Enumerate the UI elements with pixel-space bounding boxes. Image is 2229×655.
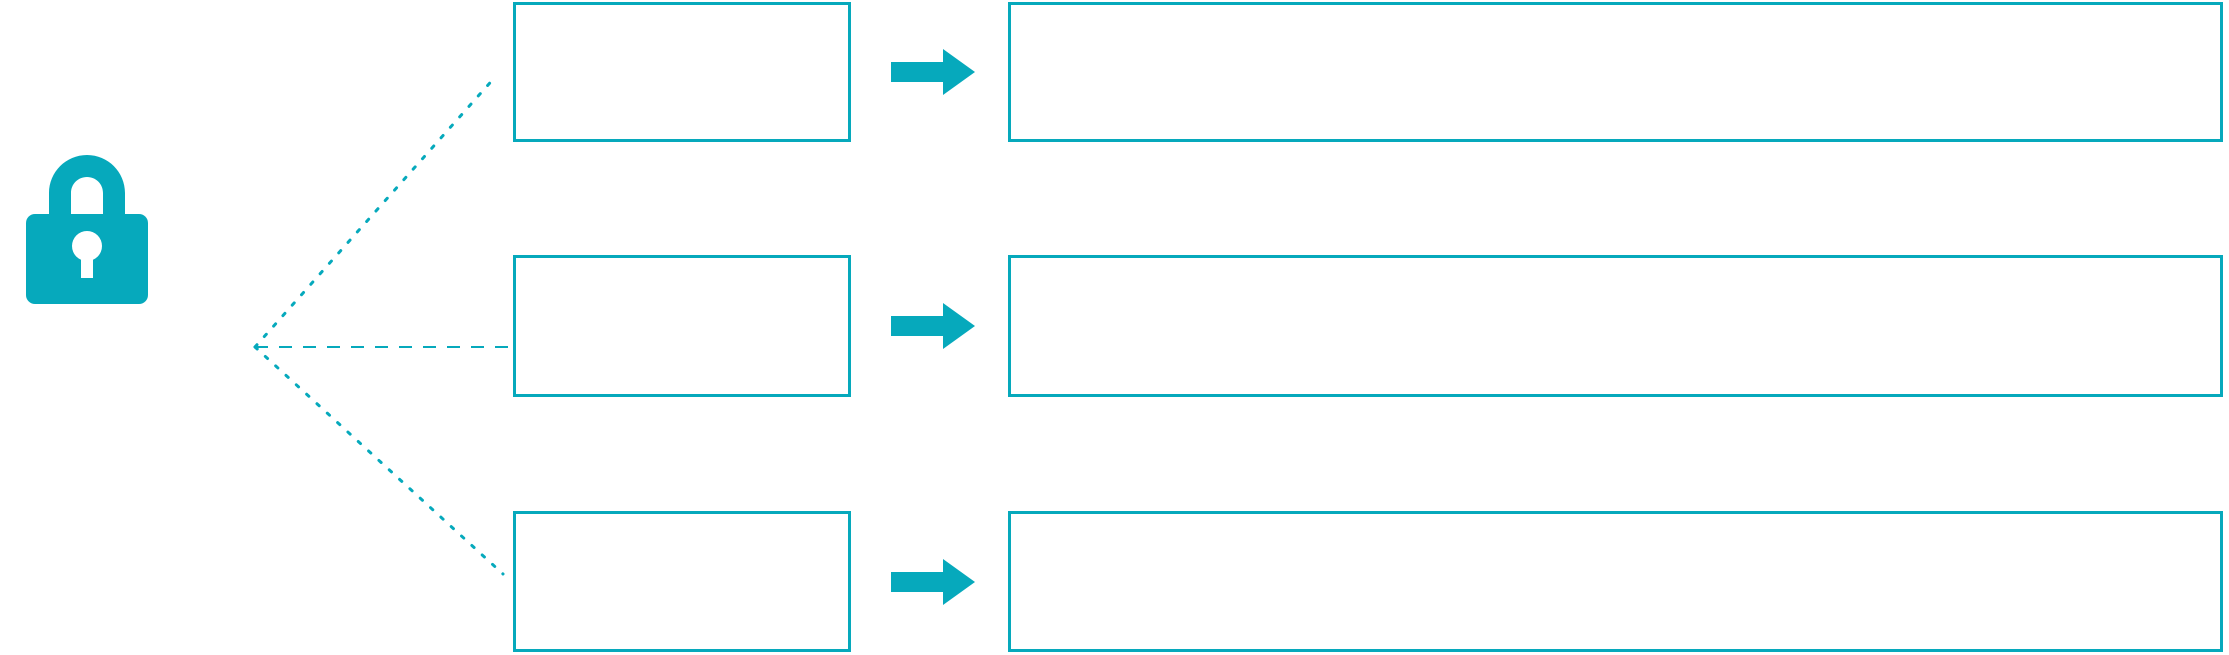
target-box-label xyxy=(1011,258,2220,278)
right-arrow-icon xyxy=(891,559,975,605)
padlock-icon xyxy=(22,152,152,307)
source-box[interactable] xyxy=(513,511,851,652)
target-box[interactable] xyxy=(1008,2,2223,142)
source-box-label xyxy=(516,5,848,25)
target-box-label xyxy=(1011,514,2220,534)
target-box-label xyxy=(1011,5,2220,25)
source-box-label xyxy=(516,258,848,278)
right-arrow-icon xyxy=(891,49,975,95)
source-box[interactable] xyxy=(513,2,851,142)
right-arrow-icon xyxy=(891,303,975,349)
flow-row xyxy=(0,2,2229,142)
flow-row xyxy=(0,255,2229,397)
flow-row xyxy=(0,511,2229,652)
target-box[interactable] xyxy=(1008,511,2223,652)
source-box-label xyxy=(516,514,848,534)
source-box[interactable] xyxy=(513,255,851,397)
target-box[interactable] xyxy=(1008,255,2223,397)
